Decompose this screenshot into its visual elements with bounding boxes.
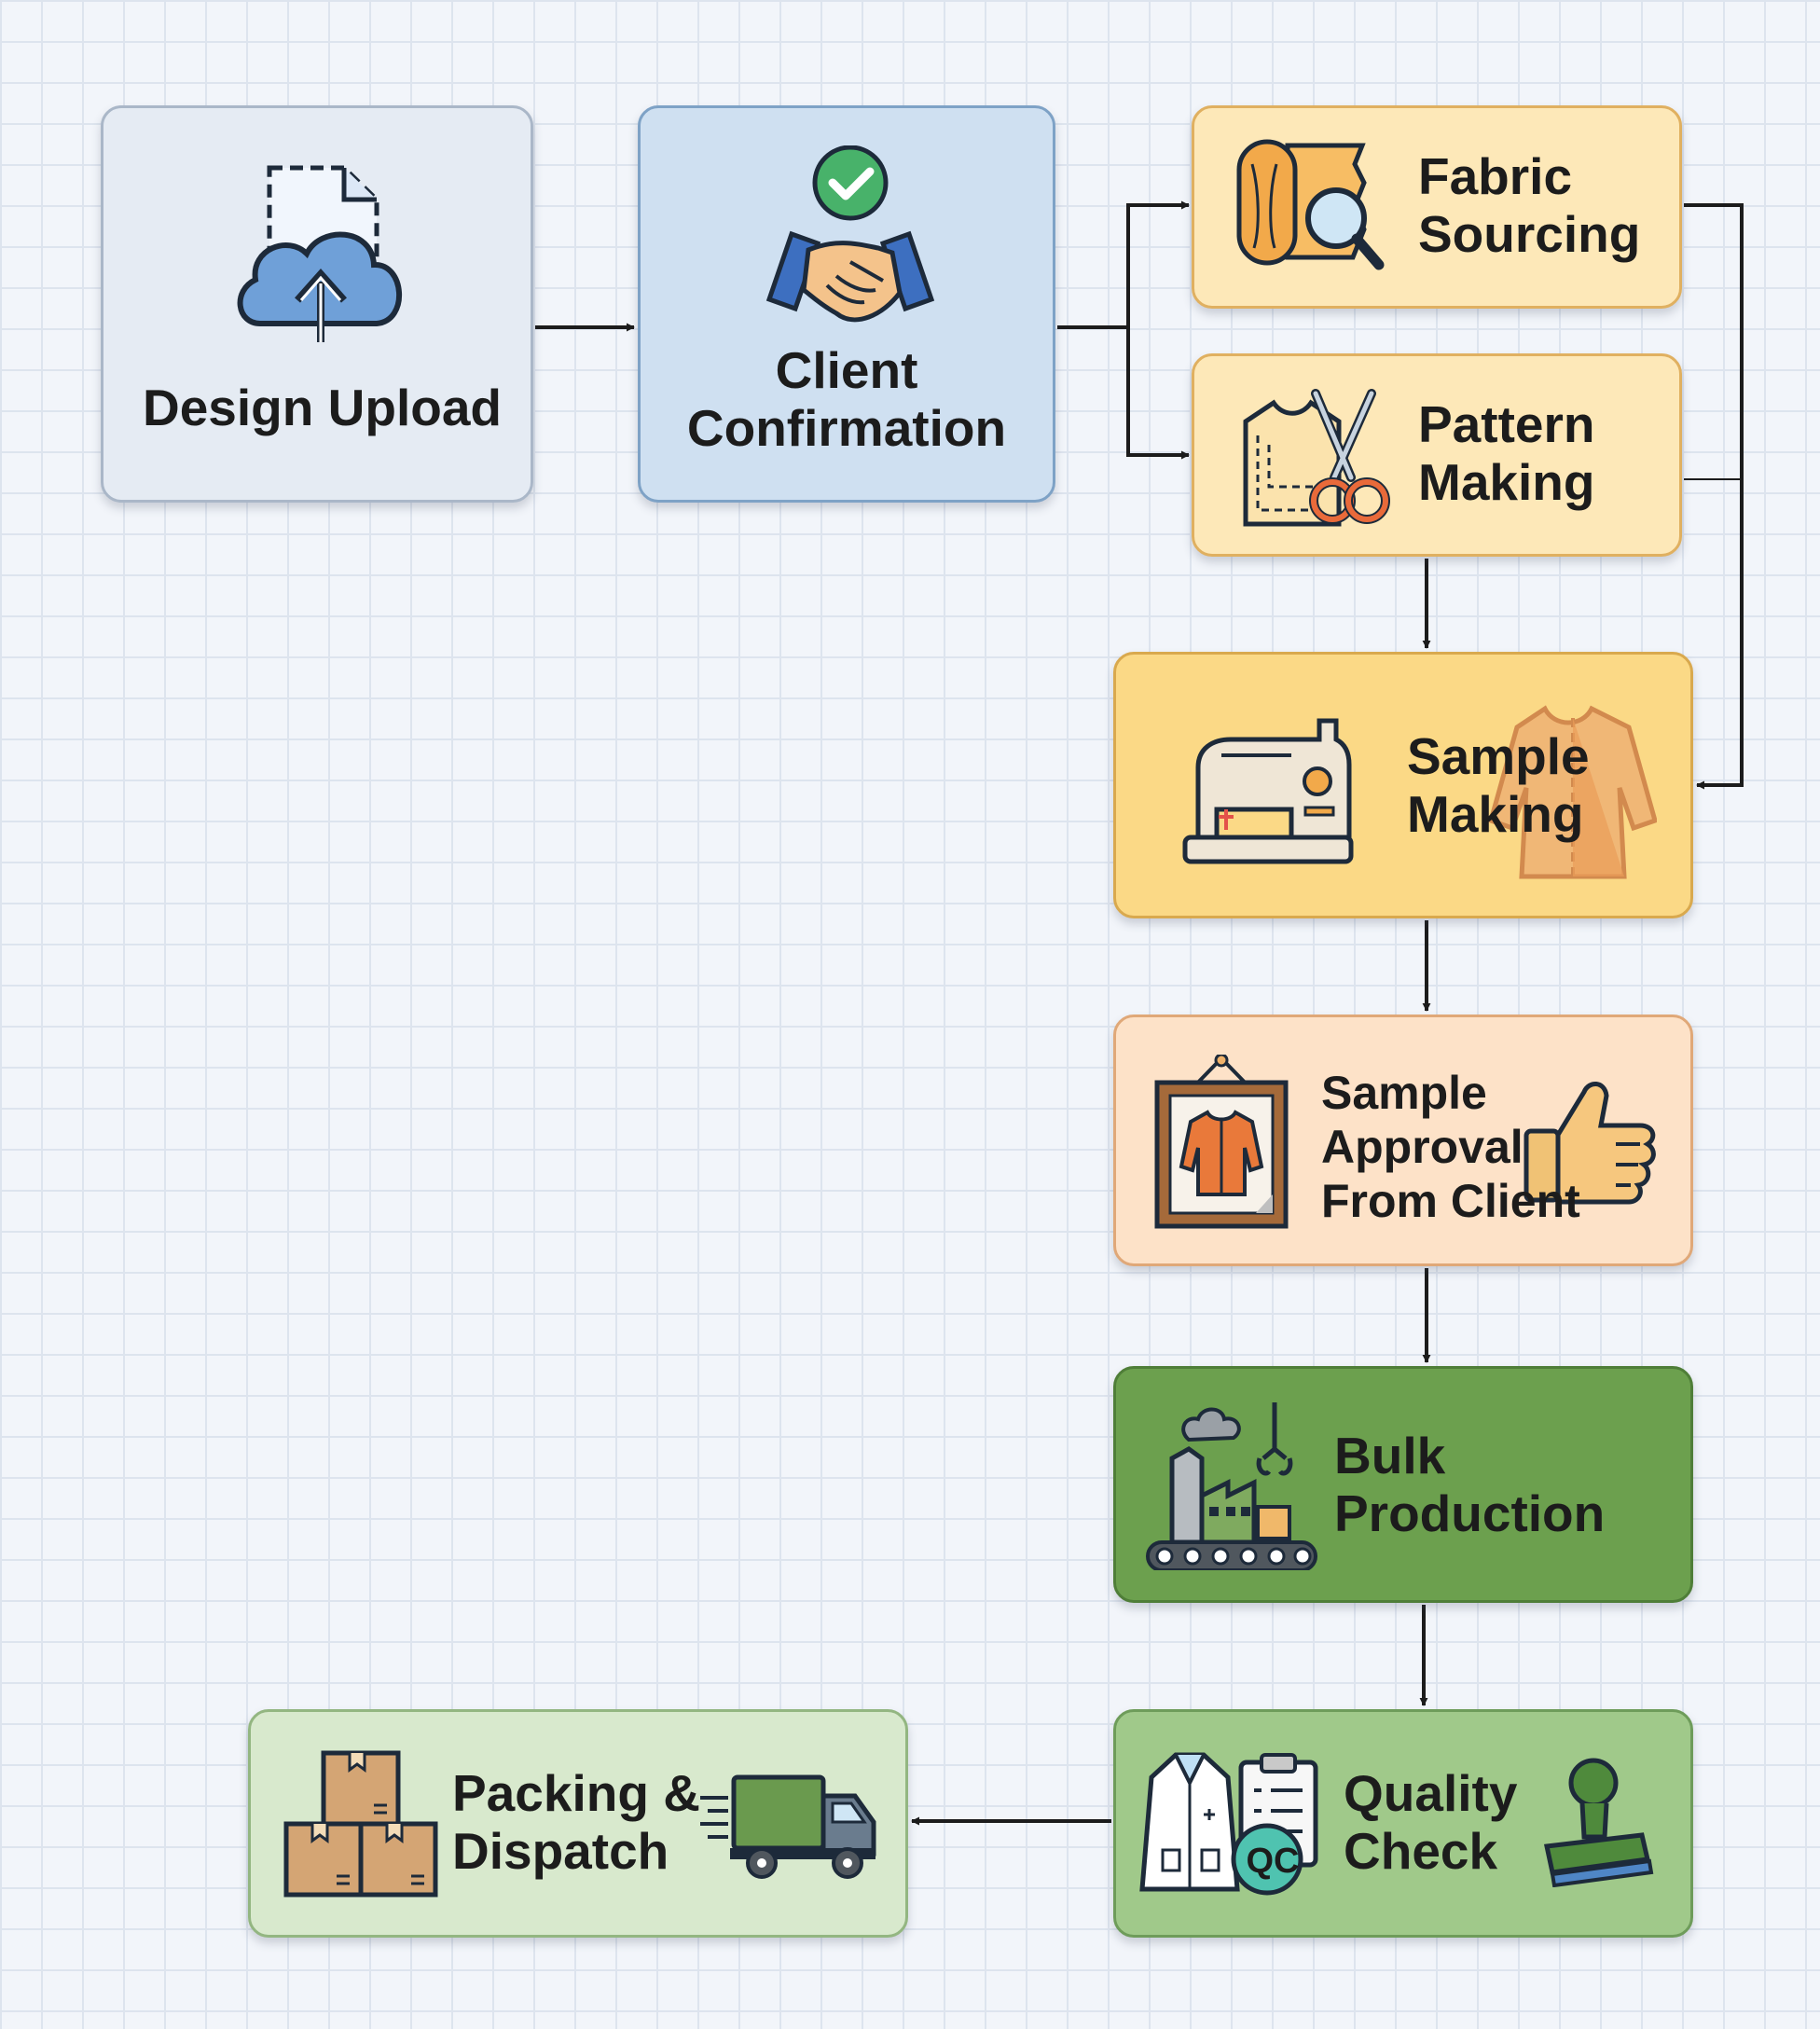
label-line: Check: [1344, 1822, 1498, 1880]
sample-making-label: Sample Making: [1407, 727, 1590, 843]
edge-client-to-pattern: [1126, 327, 1190, 460]
stamp-icon: [1543, 1758, 1654, 1887]
label-line: Bulk: [1334, 1427, 1446, 1484]
pattern-making-label: Pattern Making: [1418, 395, 1595, 511]
design-upload-label: Design Upload: [143, 379, 502, 436]
step-sample-making[interactable]: Sample Making: [1113, 652, 1693, 918]
label-line: From Client: [1321, 1175, 1580, 1227]
edge-client-to-fabric: [1057, 200, 1190, 329]
label-line: Pattern: [1418, 395, 1595, 453]
packing-dispatch-label: Packing & Dispatch: [452, 1764, 700, 1880]
step-quality-check[interactable]: QC Quality Check: [1113, 1709, 1693, 1938]
step-client-confirmation[interactable]: Client Confirmation: [638, 105, 1055, 503]
step-design-upload[interactable]: Design Upload: [101, 105, 533, 503]
quality-check-label: Quality Check: [1344, 1764, 1517, 1880]
fabric-sourcing-label: Fabric Sourcing: [1418, 147, 1640, 263]
step-fabric-sourcing[interactable]: Fabric Sourcing: [1192, 105, 1682, 309]
thumbs-up-icon: [1524, 1082, 1656, 1205]
sample-approval-label: Sample Approval From Client: [1321, 1066, 1580, 1228]
dress-outline-icon: [1489, 705, 1657, 879]
label-line: Fabric: [1418, 147, 1573, 205]
step-packing-dispatch[interactable]: Packing & Dispatch: [248, 1709, 908, 1938]
label-line: Confirmation: [686, 399, 1007, 457]
fabric-roll-magnifier-icon: [1236, 139, 1385, 270]
step-pattern-making[interactable]: Pattern Making: [1192, 353, 1682, 557]
lab-coat-clipboard-icon: [1139, 1752, 1318, 1896]
framed-jacket-icon: [1154, 1055, 1289, 1229]
label-line: Quality: [1344, 1764, 1518, 1822]
bulk-production-label: Bulk Production: [1334, 1427, 1605, 1542]
handshake-check-icon: [765, 145, 935, 323]
label-line: Approval: [1321, 1121, 1524, 1173]
pattern-scissors-icon: [1243, 389, 1390, 527]
cloud-upload-icon: [237, 165, 402, 342]
sewing-machine-icon: [1182, 718, 1354, 864]
client-confirmation-label: Client Confirmation: [641, 341, 1053, 457]
boxes-icon: [283, 1750, 438, 1898]
factory-conveyor-icon: [1146, 1402, 1317, 1570]
label-line: Production: [1334, 1484, 1606, 1542]
label-line: Client: [775, 341, 918, 399]
qc-badge: QC: [1246, 1842, 1300, 1881]
label-line: Sourcing: [1418, 205, 1641, 263]
delivery-truck-icon: [700, 1774, 876, 1879]
label-line: Design Upload: [143, 379, 503, 436]
step-sample-approval[interactable]: Sample Approval From Client: [1113, 1014, 1693, 1266]
label-line: Making: [1407, 785, 1584, 843]
label-line: Sample: [1407, 727, 1590, 785]
step-bulk-production[interactable]: Bulk Production: [1113, 1366, 1693, 1603]
label-line: Making: [1418, 453, 1595, 511]
label-line: Dispatch: [452, 1822, 669, 1880]
label-line: Sample: [1321, 1067, 1487, 1119]
edge-fabric-to-sample: [1684, 203, 1744, 790]
label-line: Packing &: [452, 1764, 700, 1822]
